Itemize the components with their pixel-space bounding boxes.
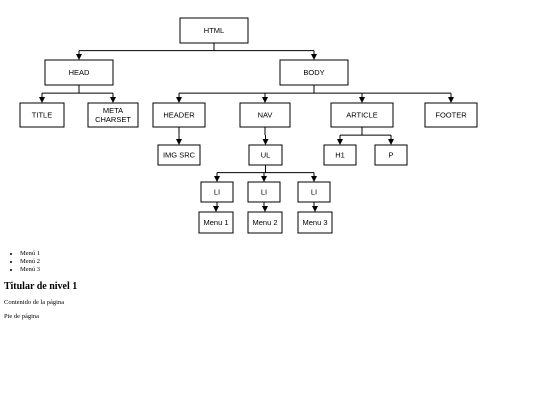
node-li3: LI [297,181,331,203]
node-label: LI [214,188,220,197]
node-menu1: Menu 1 [198,211,234,234]
edge-group-html [76,43,317,60]
node-nav: NAV [239,102,291,128]
node-label: BODY [303,68,324,77]
node-header: HEADER [152,102,206,128]
node-ul: UL [248,144,283,166]
node-title: TITLE [19,102,65,128]
node-box [198,211,234,234]
node-box [374,144,408,166]
edge-group-li1 [213,202,219,212]
node-label: HTML [204,26,224,35]
node-html: HTML [179,17,249,44]
node-label: LI [311,188,317,197]
edge-group-ul [214,165,317,182]
node-label: Menu 3 [302,218,327,227]
node-box [19,102,65,128]
node-label: HEADER [163,111,195,120]
edge-group-head [39,85,116,103]
node-box [297,181,331,203]
node-box [239,102,291,128]
node-box [247,211,283,234]
node-box [152,102,206,128]
node-menu3: Menu 3 [297,211,333,234]
node-box [330,102,394,128]
edge-group-article [337,127,394,145]
node-img: IMG SRC [157,144,201,166]
node-footer: FOOTER [424,102,478,128]
node-li2: LI [247,181,281,203]
node-label: FOOTER [435,111,467,120]
node-box [279,59,349,86]
node-box [87,102,139,128]
node-label: NAV [258,111,273,120]
menu-item: Menú 3 [20,266,534,274]
node-label: P [388,151,393,160]
node-body: BODY [279,59,349,86]
node-label: CHARSET [95,115,131,124]
node-label: IMG SRC [163,151,196,160]
node-label: Menu 1 [203,218,228,227]
node-label: Menu 2 [252,218,277,227]
node-h1: H1 [323,144,357,166]
page-heading: Titular de nivel 1 [4,281,78,292]
node-box [247,181,281,203]
edge-group-body [176,85,454,103]
footer-paragraph: Pie de página [4,313,40,320]
node-label: HEAD [69,68,90,77]
node-label: LI [261,188,267,197]
node-box [323,144,357,166]
node-box [424,102,478,128]
node-box [179,17,249,44]
body-paragraph: Contenido de la página [4,299,65,306]
node-li1: LI [200,181,234,203]
node-box [297,211,333,234]
menu-item: Menú 2 [20,258,534,266]
node-menu2: Menu 2 [247,211,283,234]
edge-group-li2 [262,202,268,212]
node-label: TITLE [32,111,52,120]
node-box [248,144,283,166]
menu-list: Menú 1 Menú 2 Menú 3 [4,250,534,274]
menu-item: Menú 1 [20,250,534,258]
rendered-page-content: Menú 1 Menú 2 Menú 3 Titular de nivel 1 … [4,250,534,320]
node-box [157,144,201,166]
node-p: P [374,144,408,166]
node-box [44,59,114,86]
node-label: H1 [335,151,345,160]
node-label: UL [261,151,271,160]
node-box [200,181,234,203]
node-label: META [103,106,123,115]
node-head: HEAD [44,59,114,86]
node-label: ARTICLE [346,111,378,120]
edge-group-nav [262,127,269,145]
edge-group-li3 [312,202,318,212]
node-article: ARTICLE [330,102,394,128]
